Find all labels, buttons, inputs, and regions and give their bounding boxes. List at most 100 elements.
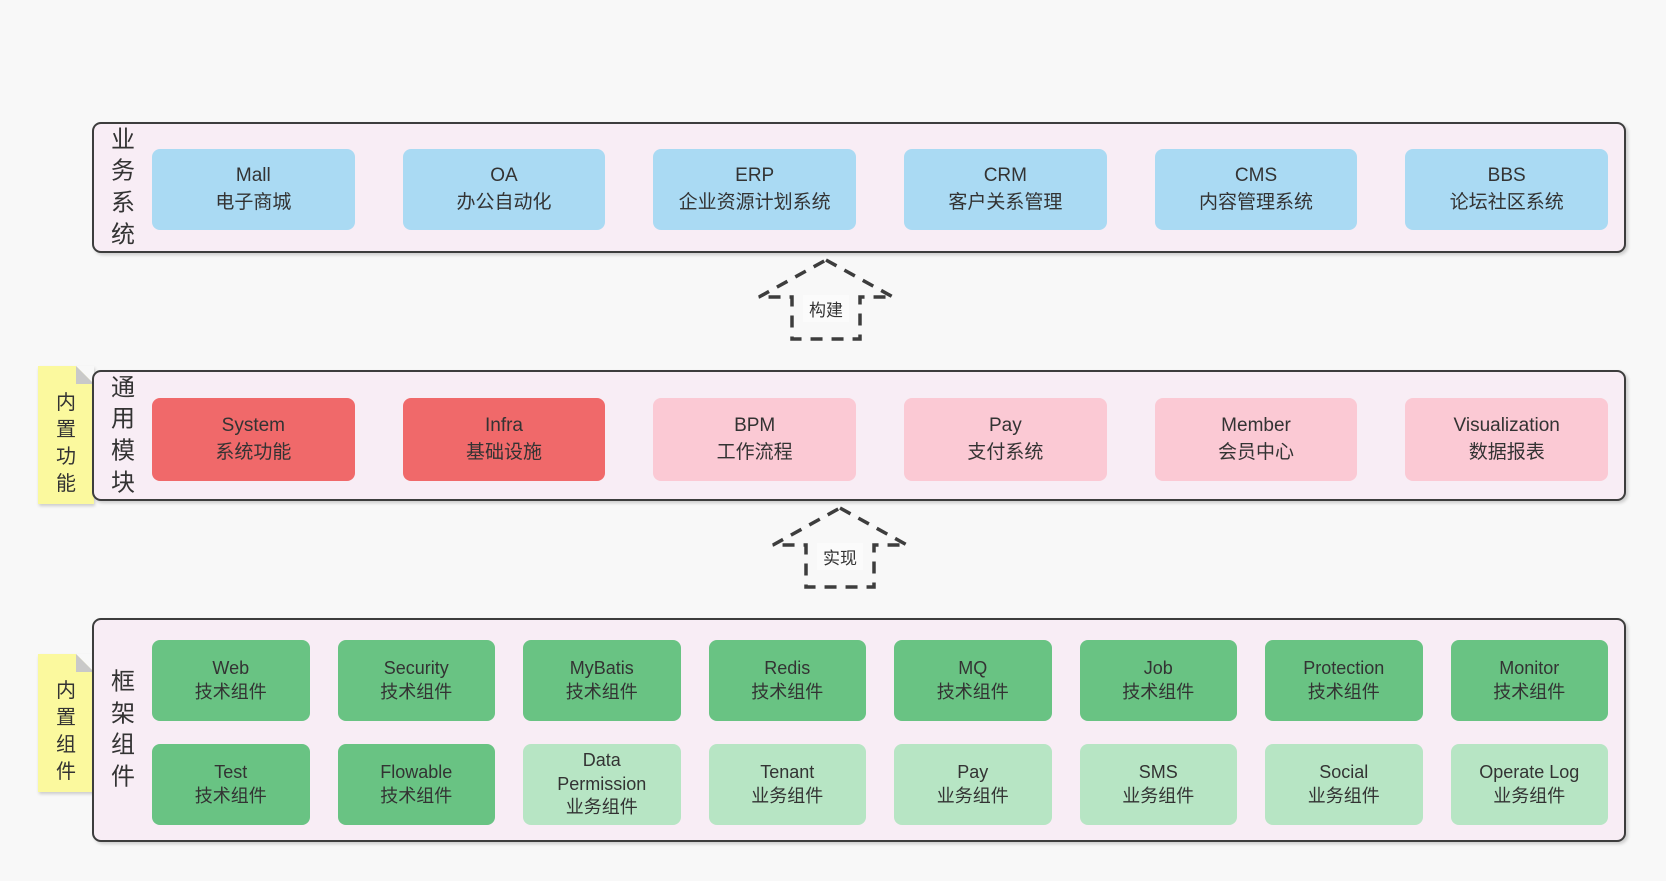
module-box-flowable: Flowable 技术组件 [337, 744, 495, 825]
sticky-note-built-in-features: 内置功能 [38, 366, 94, 504]
module-box-visualization: Visualization 数据报表 [1405, 398, 1609, 481]
box-desc: 技术组件 [565, 681, 638, 702]
module-box-bbs: BBS 论坛社区系统 [1405, 149, 1609, 230]
box-desc: 内容管理系统 [1199, 191, 1314, 213]
sticky-note-label: 内置功能 [56, 392, 76, 495]
box-name: Monitor [1499, 657, 1560, 678]
box-desc: 技术组件 [1493, 681, 1566, 702]
box-desc: 办公自动化 [456, 191, 552, 213]
box-name: CMS [1234, 164, 1278, 186]
module-box-cms: CMS 内容管理系统 [1154, 149, 1358, 230]
sticky-note-label: 内置组件 [56, 680, 76, 783]
module-box-infra: Infra 基础设施 [402, 398, 606, 481]
box-name: Member [1221, 414, 1291, 436]
box-desc: 基础设施 [466, 441, 543, 463]
box-name: System [221, 414, 286, 436]
box-desc: 技术组件 [380, 681, 453, 702]
module-box-pay: Pay 业务组件 [894, 744, 1052, 825]
box-desc: 业务组件 [1122, 785, 1195, 806]
layer-title: 通用模块 [111, 374, 135, 497]
box-name: BPM [734, 414, 776, 436]
module-box-operate-log: Operate Log 业务组件 [1450, 744, 1608, 825]
box-name: MQ [958, 657, 988, 678]
module-box-pay: Pay 支付系统 [904, 398, 1107, 481]
box-desc: 数据报表 [1468, 441, 1545, 463]
module-box-social: Social 业务组件 [1265, 744, 1423, 825]
sticky-note-built-in-components: 内置组件 [38, 654, 94, 792]
box-desc: 技术组件 [380, 785, 453, 806]
implement-arrow: 实现 [770, 505, 910, 591]
box-name: Pay [957, 761, 989, 782]
box-desc: 业务组件 [936, 785, 1009, 806]
box-name: Security [383, 657, 449, 678]
box-desc: 支付系统 [967, 441, 1044, 463]
box-name: Social [1319, 761, 1369, 782]
box-name: Visualization [1453, 414, 1560, 436]
layer-title: 框架组件 [111, 668, 135, 791]
box-desc: 技术组件 [1307, 681, 1380, 702]
box-row: System 系统功能 Infra 基础设施 BPM 工作流程 Pay 支付系统 Member 会… [152, 398, 1609, 481]
box-desc: 企业资源计划系统 [678, 191, 831, 213]
module-box-redis: Redis 技术组件 [708, 640, 866, 721]
box-desc: 技术组件 [194, 681, 267, 702]
box-name: Infra [484, 414, 524, 436]
box-name: OA [490, 164, 518, 186]
box-name: Flowable [380, 761, 453, 782]
folded-corner-icon [76, 654, 94, 672]
box-desc: 论坛社区系统 [1449, 191, 1564, 213]
box-desc: 会员中心 [1218, 441, 1295, 463]
box-name: Operate Log [1479, 761, 1580, 782]
module-box-mybatis: MyBatis 技术组件 [523, 640, 681, 721]
box-name: Redis [764, 657, 811, 678]
arrow-label: 实现 [817, 543, 863, 570]
module-box-erp: ERP 企业资源计划系统 [653, 149, 857, 230]
module-box-mq: MQ 技术组件 [894, 640, 1052, 721]
box-name: Data Permission [557, 749, 647, 794]
box-name: Protection [1303, 657, 1385, 678]
module-box-web: Web 技术组件 [152, 640, 310, 721]
module-box-bpm: BPM 工作流程 [653, 398, 857, 481]
box-desc: 工作流程 [716, 441, 793, 463]
box-desc: 业务组件 [1307, 785, 1380, 806]
box-name: Mall [235, 164, 271, 186]
module-box-security: Security 技术组件 [337, 640, 495, 721]
box-desc: 客户关系管理 [948, 191, 1063, 213]
module-box-member: Member 会员中心 [1154, 398, 1358, 481]
module-box-monitor: Monitor 技术组件 [1450, 640, 1608, 721]
box-name: Job [1143, 657, 1173, 678]
box-name: Web [212, 657, 250, 678]
box-name: Pay [988, 414, 1022, 436]
arrow-label: 构建 [803, 295, 849, 322]
module-box-protection: Protection 技术组件 [1265, 640, 1423, 721]
box-name: BBS [1487, 164, 1526, 186]
box-name: SMS [1138, 761, 1178, 782]
layer-common-modules: 通用模块 System 系统功能 Infra 基础设施 BPM 工作流程 Pay 支付系统 Me… [92, 370, 1626, 501]
folded-corner-icon [76, 366, 94, 384]
module-box-sms: SMS 业务组件 [1079, 744, 1237, 825]
box-name: MyBatis [569, 657, 634, 678]
box-name: Test [214, 761, 248, 782]
module-box-system: System 系统功能 [152, 398, 355, 481]
box-desc: 业务组件 [751, 785, 824, 806]
box-desc: 系统功能 [215, 441, 292, 463]
box-desc: 技术组件 [751, 681, 824, 702]
box-name: ERP [735, 164, 775, 186]
box-name: Tenant [760, 761, 815, 782]
build-arrow: 构建 [756, 257, 896, 343]
module-box-tenant: Tenant 业务组件 [708, 744, 866, 825]
layer-title: 业务系统 [111, 126, 135, 249]
box-desc: 技术组件 [936, 681, 1009, 702]
box-desc: 业务组件 [1493, 785, 1566, 806]
module-box-oa: OA 办公自动化 [402, 149, 606, 230]
